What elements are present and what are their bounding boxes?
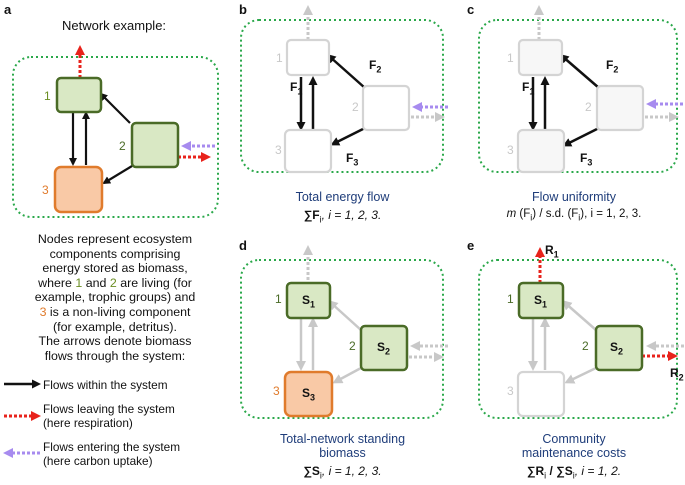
node-2-label: 2 [582, 339, 589, 353]
panel-c-network [478, 5, 683, 174]
node-2-label: 2 [349, 339, 356, 353]
panel-e-letter: e [467, 238, 475, 253]
system-boundary [478, 259, 678, 419]
flow-label-F3: F3 [580, 151, 593, 168]
flow-F2 [559, 54, 600, 89]
panel-b-letter: b [239, 2, 247, 17]
flow-2-to-3 [564, 366, 597, 384]
stock-label-S3: S3 [302, 386, 316, 403]
node-3-label: 3 [42, 183, 49, 197]
stock-label-S1: S1 [534, 293, 548, 310]
node-1 [55, 76, 103, 114]
stock-label-S2: S2 [610, 340, 624, 357]
system-boundary [478, 19, 678, 173]
flow-label-F2: F2 [369, 58, 382, 75]
flow-2-to-1 [561, 300, 597, 331]
flow-2-to-3 [332, 366, 362, 384]
panel-a-letter: a [4, 2, 12, 17]
panel-a-description: Nodes represent ecosystem components com… [34, 232, 196, 363]
node-1 [517, 38, 564, 77]
legend-icons [3, 379, 41, 458]
node-3-label: 3 [507, 143, 514, 157]
node-1 [517, 281, 565, 320]
panel-a-network [12, 45, 219, 218]
panel-d-formula: ∑Si, i = 1, 2, 3. [303, 464, 382, 481]
node-3-label: 3 [275, 143, 282, 157]
flow-label-F2: F2 [606, 58, 619, 75]
legend-within-label: Flows within the system [43, 378, 168, 392]
node-3 [283, 128, 333, 174]
node-3 [283, 370, 334, 418]
node-2 [359, 324, 409, 372]
flow-label-F1: F1 [290, 80, 303, 97]
panel-e-caption: Community maintenance costs [521, 432, 627, 460]
panel-d-letter: d [239, 238, 247, 253]
flow-label-F3: F3 [346, 151, 359, 168]
panel-c-caption: Flow uniformity [531, 190, 617, 204]
node-3 [516, 128, 566, 174]
node-3-label: 3 [273, 384, 280, 398]
flow-F3 [330, 126, 366, 146]
panel-c-letter: c [467, 2, 475, 17]
node-1 [285, 38, 331, 77]
flow-2-to-1 [327, 299, 362, 331]
node-1-label: 1 [44, 89, 51, 103]
node-1-label: 1 [507, 51, 514, 65]
resp-label-R2: R2 [670, 366, 684, 383]
flow-F3 [562, 126, 600, 147]
node-1-label: 1 [275, 292, 282, 306]
panel-e-network [478, 247, 684, 419]
flow-2-to-1 [99, 92, 131, 124]
stock-label-S2: S2 [377, 340, 391, 357]
system-boundary [240, 259, 444, 419]
node-3 [516, 370, 566, 418]
flow-2-to-3 [102, 165, 133, 185]
panel-b-formula: ∑Fi, i = 1, 2, 3. [303, 208, 382, 225]
node-1-label: 1 [507, 292, 514, 306]
node-2-label: 2 [585, 100, 592, 114]
node-2 [595, 84, 645, 132]
resp-label-R1: R1 [545, 243, 559, 260]
node-2 [594, 324, 644, 372]
panel-e-formula: ∑Ri / ∑Si, i = 1, 2. [526, 464, 622, 481]
panel-b-caption: Total energy flow [295, 190, 390, 204]
legend-entering-label: Flows entering the system (here carbon u… [43, 440, 181, 468]
stock-label-S1: S1 [302, 293, 316, 310]
system-boundary [240, 19, 444, 173]
flow-label-F1: F1 [522, 80, 535, 97]
node-1 [285, 281, 332, 320]
node-2-label: 2 [119, 139, 126, 153]
node-2-label: 2 [352, 100, 359, 114]
node-2 [130, 121, 180, 169]
node-2 [361, 84, 411, 132]
panel-b-network [240, 5, 448, 174]
panel-a-title: Network example: [62, 18, 167, 33]
flow-F2 [326, 54, 366, 89]
node-3-label: 3 [507, 384, 514, 398]
panel-d-caption: Total-network standing biomass [279, 432, 406, 460]
panel-c-formula: m (Fi) / s.d. (Fi), i = 1, 2, 3. [506, 208, 642, 223]
panel-d-network [240, 245, 448, 419]
node-3 [53, 165, 104, 214]
legend-leaving-label: Flows leaving the system (here respirati… [43, 402, 175, 430]
node-1-label: 1 [276, 51, 283, 65]
